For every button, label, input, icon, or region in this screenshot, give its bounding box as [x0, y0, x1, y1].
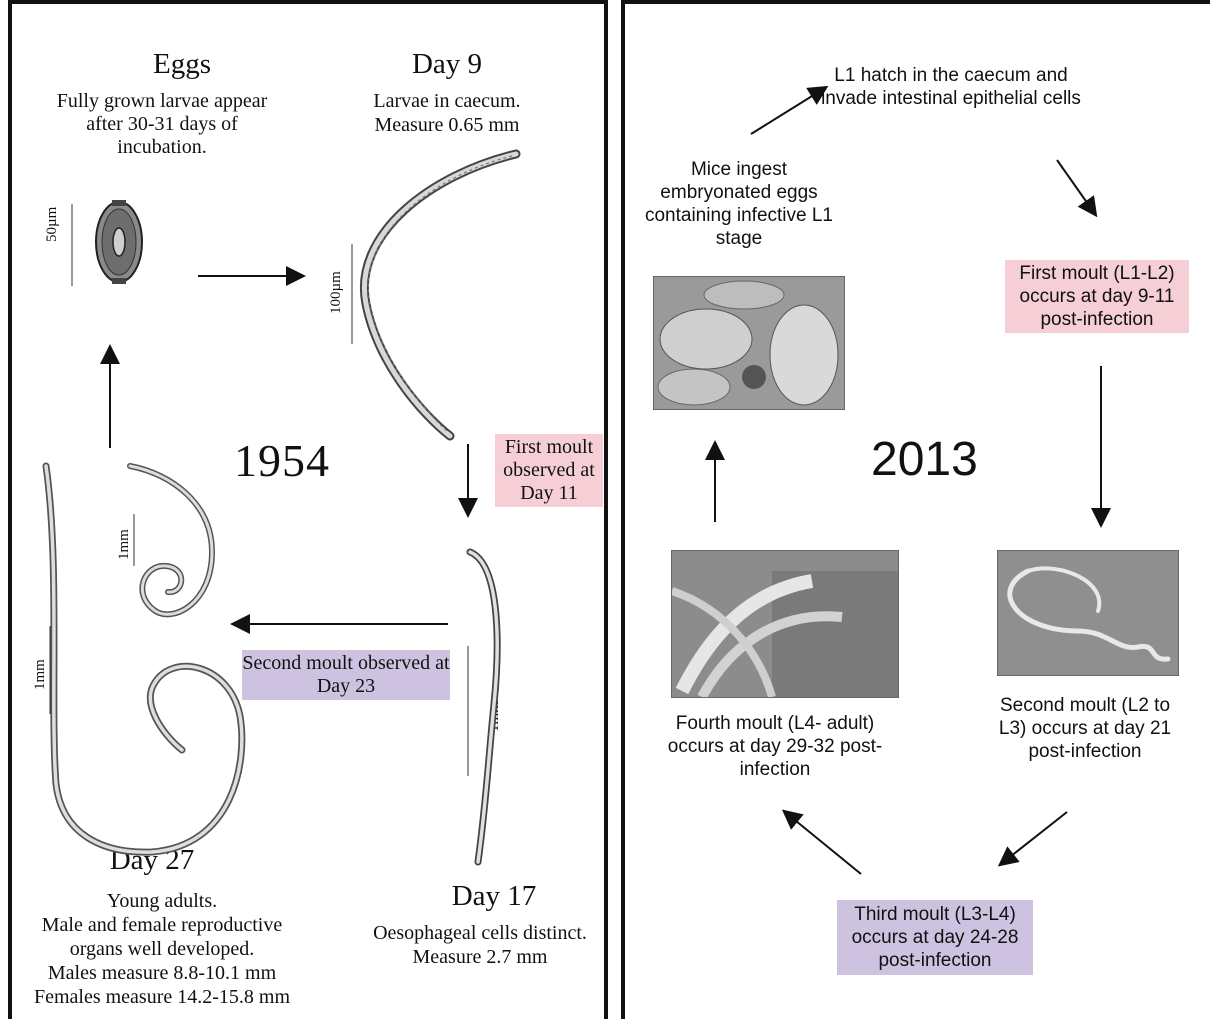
arrow-second-to-third-moult — [997, 811, 1068, 867]
ingest-text: Mice ingest embryonated eggs containing … — [644, 159, 833, 249]
arrow-hatch-to-first-moult — [1056, 159, 1098, 218]
female-worm-illustration — [42, 462, 246, 856]
third-moult-2013: Third moult (L3-L4) occurs at day 24-28 … — [837, 900, 1033, 975]
year-2013: 2013 — [871, 433, 978, 486]
day17-line1: Oesophageal cells distinct. — [373, 922, 587, 944]
day17-larva-illustration — [466, 548, 501, 866]
eggs-title: Eggs — [153, 48, 211, 80]
eggs-sem-photo — [653, 276, 845, 410]
panel-1954: Eggs Fully grown larvae appear after 30-… — [8, 0, 608, 1019]
arrow-third-to-fourth-moult — [781, 809, 862, 875]
second-moult-2013-text: Second moult (L2 to L3) occurs at day 21… — [998, 695, 1172, 762]
second-moult-sem-photo — [997, 550, 1179, 676]
fourth-moult-sem-drawing — [672, 551, 898, 697]
day27-line4: Males measure 8.8-10.1 mm — [47, 962, 277, 984]
eggs-description: Fully grown larvae appear after 30-31 da… — [56, 90, 268, 158]
fourth-moult-sem-photo — [671, 550, 899, 698]
eggs-sem-drawing — [654, 277, 844, 409]
day17-line2: Measure 2.7 mm — [412, 946, 548, 968]
hatch-text: L1 hatch in the caecum and invade intest… — [821, 65, 1081, 109]
first-moult-1954: First moult observed at Day 11 — [495, 434, 603, 507]
arrow-ingest-to-hatch — [750, 85, 829, 135]
day9-larva-illustration — [359, 149, 521, 441]
second-moult-1954: Second moult observed at Day 23 — [242, 650, 450, 700]
male-worm-illustration — [127, 463, 216, 618]
diagram-1954-drawings — [42, 149, 521, 866]
day27-line1: Young adults. — [106, 890, 218, 912]
day9-line2: Measure 0.65 mm — [374, 114, 520, 136]
egg-illustration — [95, 200, 143, 284]
panel-2013: L1 hatch in the caecum and invade intest… — [621, 0, 1210, 1019]
day17-title: Day 17 — [451, 880, 537, 912]
day9-title: Day 9 — [411, 48, 483, 80]
day27-line5: Females measure 14.2-15.8 mm — [33, 986, 291, 1008]
diagram-2013-arrows — [705, 85, 1111, 875]
year-1954: 1954 — [234, 435, 330, 486]
fourth-moult-text: Fourth moult (L4- adult) occurs at day 2… — [667, 713, 883, 780]
day27-line2: Male and female reproductive — [41, 914, 283, 936]
second-moult-sem-drawing — [998, 551, 1178, 675]
first-moult-2013: First moult (L1-L2) occurs at day 9-11 p… — [1005, 260, 1189, 333]
day27-line3: organs well developed. — [69, 938, 255, 960]
day9-line1: Larvae in caecum. — [373, 90, 521, 112]
